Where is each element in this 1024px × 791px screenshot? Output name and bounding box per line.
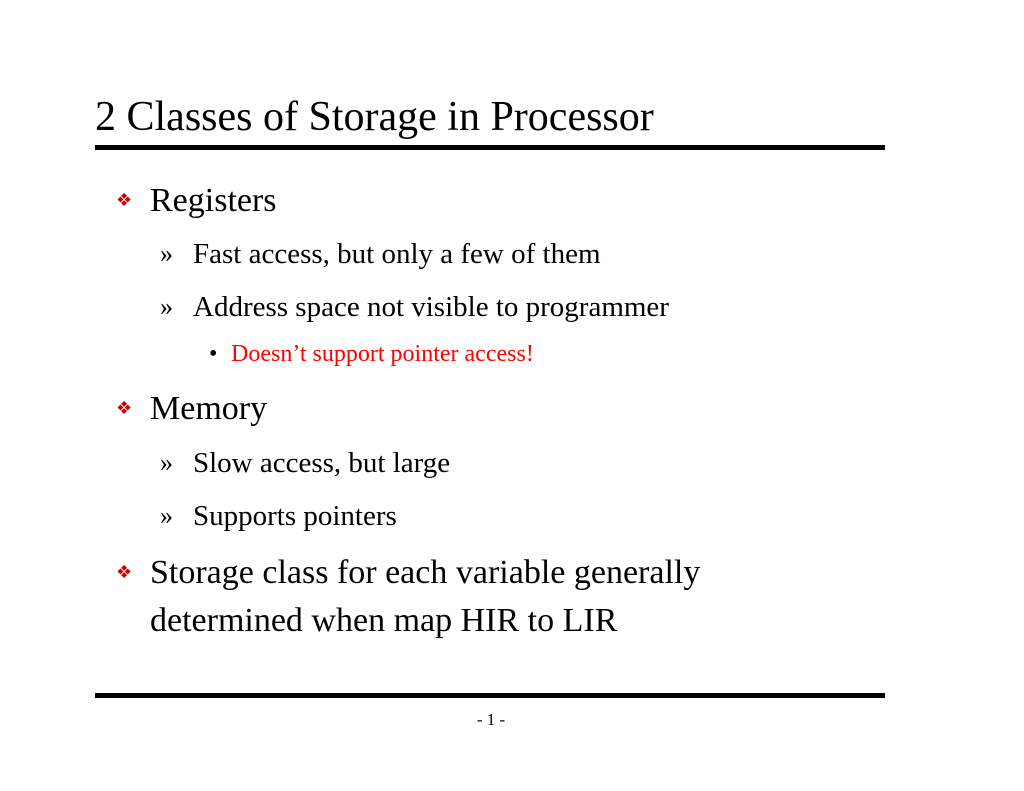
sub-bullet-fast-access: » Fast access, but only a few of them bbox=[160, 236, 601, 272]
double-chevron-bullet-icon: » bbox=[160, 501, 173, 530]
sub-sub-bullet-text: Doesn’t support pointer access! bbox=[231, 341, 534, 367]
sub-sub-bullet-pointer-access: • Doesn’t support pointer access! bbox=[209, 339, 534, 369]
diamond-bullet-icon: ❖ bbox=[116, 398, 133, 419]
sub-bullet-address-space: » Address space not visible to programme… bbox=[160, 289, 669, 325]
page-number: - 1 - bbox=[476, 710, 506, 729]
title-divider bbox=[95, 145, 885, 150]
diamond-bullet-icon: ❖ bbox=[116, 562, 133, 583]
bullet-registers: ❖ Registers bbox=[116, 178, 277, 223]
bullet-storage-class-continued: determined when map HIR to LIR bbox=[150, 598, 617, 643]
bullet-text: Memory bbox=[150, 390, 268, 427]
double-chevron-bullet-icon: » bbox=[160, 448, 173, 477]
sub-bullet-supports-pointers: » Supports pointers bbox=[160, 498, 397, 534]
bullet-text-line-2: determined when map HIR to LIR bbox=[150, 602, 618, 639]
sub-bullet-text: Slow access, but large bbox=[193, 447, 451, 479]
double-chevron-bullet-icon: » bbox=[160, 239, 173, 268]
bullet-storage-class: ❖ Storage class for each variable genera… bbox=[116, 550, 701, 595]
sub-bullet-text: Address space not visible to programmer bbox=[193, 291, 669, 323]
footer-divider bbox=[95, 693, 885, 698]
diamond-bullet-icon: ❖ bbox=[116, 190, 133, 211]
bullet-text-line-1: Storage class for each variable generall… bbox=[150, 554, 701, 591]
sub-bullet-slow-access: » Slow access, but large bbox=[160, 445, 451, 481]
slide-title: 2 Classes of Storage in Processor bbox=[95, 94, 654, 140]
dot-bullet-icon: • bbox=[209, 341, 218, 367]
sub-bullet-text: Supports pointers bbox=[193, 500, 397, 532]
bullet-memory: ❖ Memory bbox=[116, 386, 268, 431]
bullet-text: Registers bbox=[150, 182, 277, 219]
double-chevron-bullet-icon: » bbox=[160, 292, 173, 321]
sub-bullet-text: Fast access, but only a few of them bbox=[193, 238, 601, 270]
